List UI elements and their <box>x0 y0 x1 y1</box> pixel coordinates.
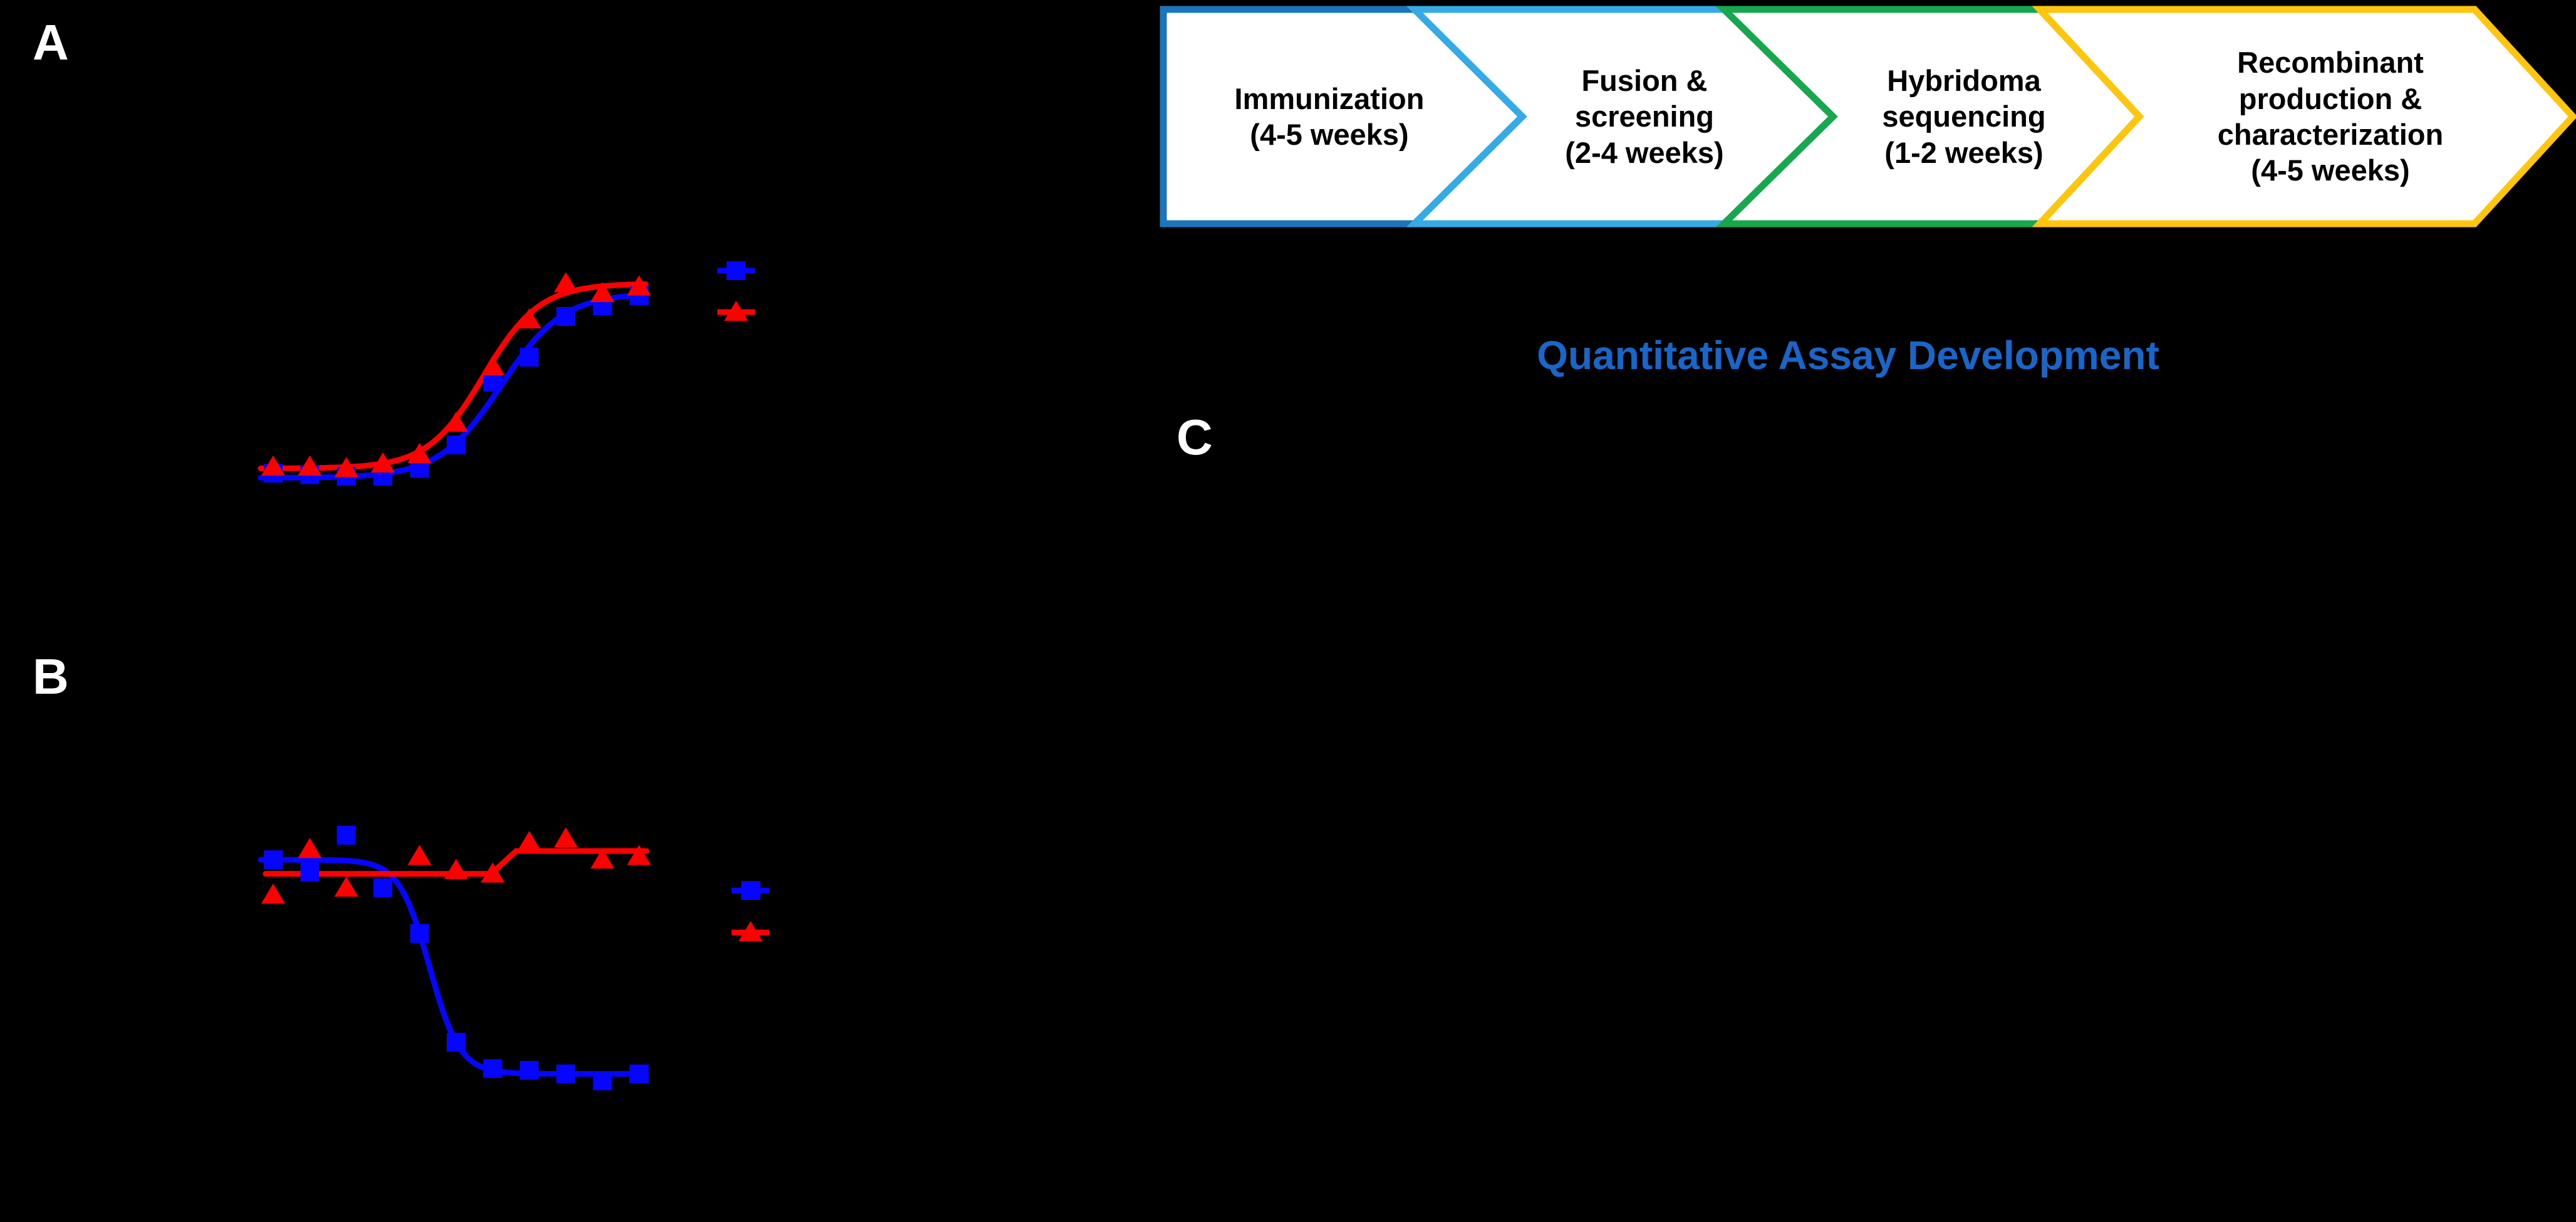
legend-square-marker <box>741 881 760 900</box>
data-point-square <box>483 1059 502 1078</box>
panel-label-b: B <box>33 649 69 704</box>
data-point-square <box>447 1033 465 1052</box>
legend-entry-square <box>732 881 769 900</box>
step-1-line-2: (4-5 weeks) <box>1250 118 1409 151</box>
data-point-triangle <box>261 456 285 476</box>
panel-label-c: C <box>1176 409 1213 465</box>
data-point-triangle <box>627 275 651 296</box>
data-point-square <box>483 373 502 392</box>
data-point-triangle <box>371 452 395 473</box>
data-point-square <box>264 850 283 869</box>
step-2-line-3: (2-4 weeks) <box>1565 135 1724 169</box>
data-point-square <box>593 1071 612 1090</box>
chevron-step-2-label: Fusion & screening (2-4 weeks) <box>1500 6 1789 227</box>
red-triangle-series-markers <box>261 272 651 478</box>
dose-response-plot-a <box>257 261 755 486</box>
chevron-step-1-label: Immunization (4-5 weeks) <box>1160 6 1498 227</box>
data-point-square <box>519 348 539 367</box>
step-4-line-3: characterization <box>2217 118 2444 151</box>
data-point-triangle <box>334 457 358 478</box>
data-point-square <box>373 878 393 897</box>
legend-entry-triangle <box>732 921 769 941</box>
legend-triangle-marker <box>724 301 748 321</box>
data-point-triangle <box>627 845 651 865</box>
data-point-square <box>630 1064 648 1084</box>
step-4-line-1: Recombinant <box>2237 46 2424 80</box>
data-point-triangle <box>298 838 322 859</box>
data-point-triangle <box>298 456 322 476</box>
data-point-square <box>300 862 319 882</box>
blue-square-series-markers <box>264 286 648 486</box>
data-point-triangle <box>590 282 615 302</box>
step-3-line-3: (1-2 weeks) <box>1884 135 2044 169</box>
legend-triangle-marker <box>739 921 762 941</box>
chevron-step-4-label: Recombinant production & characterizatio… <box>2174 6 2487 227</box>
step-3-line-1: Hybridoma <box>1887 64 2041 97</box>
data-point-triangle <box>261 884 285 904</box>
data-point-triangle <box>590 849 615 869</box>
step-4-line-4: (4-5 weeks) <box>2251 154 2410 187</box>
data-point-triangle <box>334 876 358 897</box>
legend-entry-triangle <box>717 301 755 321</box>
data-point-triangle <box>407 845 432 865</box>
data-point-triangle <box>517 308 541 328</box>
step-2-line-2: screening <box>1574 100 1715 133</box>
data-point-triangle <box>554 272 578 293</box>
legend-entry-square <box>717 261 755 280</box>
data-point-triangle <box>480 862 505 883</box>
data-point-square <box>556 307 576 326</box>
chevron-step-3-label: Hybridoma sequencing (1-2 weeks) <box>1839 6 2089 227</box>
data-point-triangle <box>444 412 468 432</box>
step-4-line-2: production & <box>2238 81 2423 115</box>
data-point-square <box>447 436 465 454</box>
chevron-step-4-shape <box>2032 6 2576 227</box>
data-point-triangle <box>554 827 578 848</box>
data-point-triangle <box>407 443 432 463</box>
panel-label-a: A <box>33 14 69 70</box>
legend-square-marker <box>727 261 745 280</box>
data-point-square <box>336 825 356 845</box>
data-point-triangle <box>480 355 505 375</box>
section-title: Quantitative Assay Development <box>1537 333 2159 378</box>
step-3-line-2: sequencing <box>1882 100 2046 133</box>
data-point-triangle <box>517 831 541 851</box>
red-triangle-series-curve <box>262 848 650 877</box>
step-1-line-1: Immunization <box>1234 81 1425 115</box>
blue-square-series-markers <box>264 825 648 1090</box>
red-triangle-series-markers <box>261 827 651 904</box>
workflow-chevron-diagram <box>1160 6 2576 227</box>
data-point-triangle <box>444 859 468 879</box>
step-2-line-1: Fusion & <box>1581 64 1708 97</box>
data-point-square <box>556 1064 576 1084</box>
dose-response-plot-b <box>257 825 769 1090</box>
data-point-square <box>410 924 429 943</box>
data-point-square <box>519 1061 539 1080</box>
